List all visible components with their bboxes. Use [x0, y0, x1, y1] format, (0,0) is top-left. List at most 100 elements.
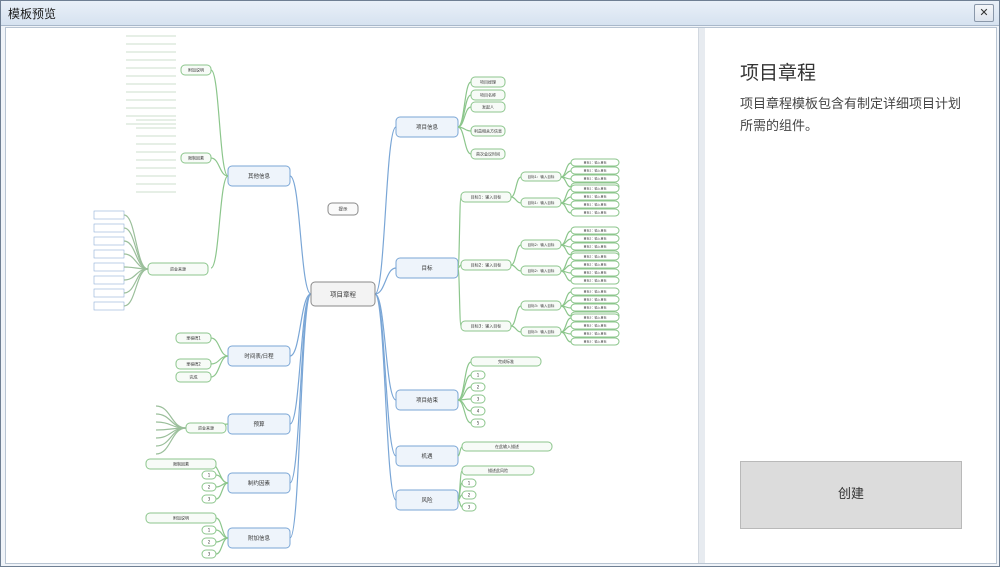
leaf-node-label: 目标3：输入目标 [528, 329, 555, 334]
content-area: 项目信息目标项目结束机遇风险其他信息时间表/日程预算制约因素附加信息项目章程提示… [5, 27, 997, 564]
mindmap-connector [457, 499, 463, 508]
leaf-node-label: 目标3：输入目标 [584, 331, 607, 336]
leaf-node [93, 301, 125, 311]
leaf-node [470, 370, 486, 380]
leaf-node-label: 项目名称 [480, 91, 496, 97]
mindmap-connector [457, 446, 463, 457]
mindmap-connector [374, 267, 397, 295]
mindmap-connector [215, 517, 229, 539]
leaf-node-label: 4 [477, 408, 480, 413]
leaf-node [570, 303, 620, 312]
template-description: 项目章程模板包含有制定详细项目计划所需的组件。 [740, 97, 962, 134]
leaf-node [201, 549, 217, 559]
mindmap-connector [560, 244, 572, 256]
branch-node-label: 时间表/日程 [244, 352, 274, 360]
leaf-node-label: 附加说明 [188, 66, 204, 72]
leaf-node [570, 252, 620, 261]
mindmap-connector [510, 305, 522, 327]
leaf-node-label: 1 [477, 372, 480, 377]
leaf-node-label: 附加说明 [173, 514, 189, 520]
branch-node-label: 附加信息 [248, 534, 271, 542]
leaf-node-label: 目标2：输入目标 [584, 262, 607, 267]
leaf-node-label: 目标2：输入目标 [584, 244, 607, 249]
leaf-node [93, 236, 125, 246]
leaf-node-label: 2 [208, 484, 211, 489]
close-button[interactable]: ✕ [974, 4, 994, 22]
leaf-node [570, 276, 620, 285]
leaf-node-label: 里程碑1 [186, 334, 201, 340]
leaf-node-label: 目标2：输入目标 [584, 278, 607, 283]
leaf-node-label: 目标2：输入目标 [584, 236, 607, 241]
title-bar[interactable]: 模板预览 ✕ [1, 1, 999, 26]
mindmap-connector [510, 264, 522, 272]
mindmap-connector [560, 176, 572, 188]
leaf-node-label: 目标1：输入目标 [471, 193, 502, 199]
leaf-node [570, 337, 620, 346]
leaf-node-label: 里程碑2 [186, 360, 201, 366]
leaf-node [175, 371, 212, 383]
leaf-node [175, 332, 212, 344]
mindmap-connector [123, 227, 149, 270]
leaf-node [570, 313, 620, 322]
leaf-node-label: 目标3：输入目标 [528, 303, 555, 308]
leaf-node [570, 295, 620, 304]
leaf-node [180, 64, 212, 76]
leaf-node [570, 234, 620, 243]
mindmap-connector [510, 196, 522, 204]
leaf-node-label: 目标1：输入目标 [584, 202, 607, 207]
leaf-node-label: 2 [208, 539, 211, 544]
leaf-node [570, 287, 620, 296]
window-title: 模板预览 [8, 7, 57, 21]
mindmap-connector [289, 175, 312, 295]
leaf-node [470, 406, 486, 416]
leaf-node-label: 限制因素 [188, 154, 204, 160]
leaf-node [570, 174, 620, 183]
mindmap-connector [374, 126, 397, 295]
mindmap-connector [457, 94, 472, 128]
leaf-node-label: 目标3：输入目标 [584, 315, 607, 320]
leaf-node [570, 329, 620, 338]
mindmap-connector [560, 264, 572, 272]
leaf-node-label: 目标1：输入目标 [528, 200, 555, 205]
leaf-node [570, 321, 620, 330]
center-node-label: 项目章程 [330, 289, 357, 298]
branch-node-label: 其他信息 [248, 172, 271, 180]
leaf-node-label: 目标2：输入目标 [528, 242, 555, 247]
leaf-node-label: 目标1：输入目标 [584, 210, 607, 215]
leaf-node [145, 512, 217, 524]
leaf-node [570, 158, 620, 167]
leaf-node-label: 目标1：输入目标 [584, 168, 607, 173]
leaf-node-label: 完成 [190, 373, 198, 379]
leaf-node [570, 192, 620, 201]
branch-node-label: 项目结束 [416, 396, 439, 404]
leaf-node [461, 441, 553, 452]
create-button-label: 创建 [837, 487, 864, 502]
leaf-node [201, 470, 217, 480]
leaf-node-label: 目标2：输入目标 [584, 270, 607, 275]
leaf-node [93, 275, 125, 285]
leaf-node-label: 完成标准 [498, 358, 514, 364]
leaf-node-label: 1 [468, 480, 471, 485]
mindmap-connector [560, 202, 572, 214]
branch-node-label: 风险 [421, 496, 433, 504]
leaf-node-label: 发起人 [482, 103, 494, 109]
create-button[interactable]: 创建 [740, 461, 962, 529]
leaf-node-label: 目标2：输入目标 [584, 228, 607, 233]
leaf-node [570, 268, 620, 277]
mindmap-connector [155, 427, 187, 455]
leaf-node [93, 262, 125, 272]
mindmap-connector [215, 537, 229, 555]
leaf-node-label: 2 [477, 384, 480, 389]
leaf-node [93, 210, 125, 220]
leaf-node [570, 200, 620, 209]
mindmap-connector [289, 293, 312, 357]
mindmap-connector [510, 176, 522, 198]
mindmap-connector [560, 299, 572, 307]
mindmap-connector [215, 482, 229, 500]
leaf-node-label: 目标3：输入目标 [471, 322, 502, 328]
mindmap-connector [457, 81, 472, 128]
mindmap-preview: 项目信息目标项目结束机遇风险其他信息时间表/日程预算制约因素附加信息项目章程提示… [6, 28, 698, 563]
leaf-node [461, 478, 477, 488]
leaf-node [461, 465, 535, 476]
